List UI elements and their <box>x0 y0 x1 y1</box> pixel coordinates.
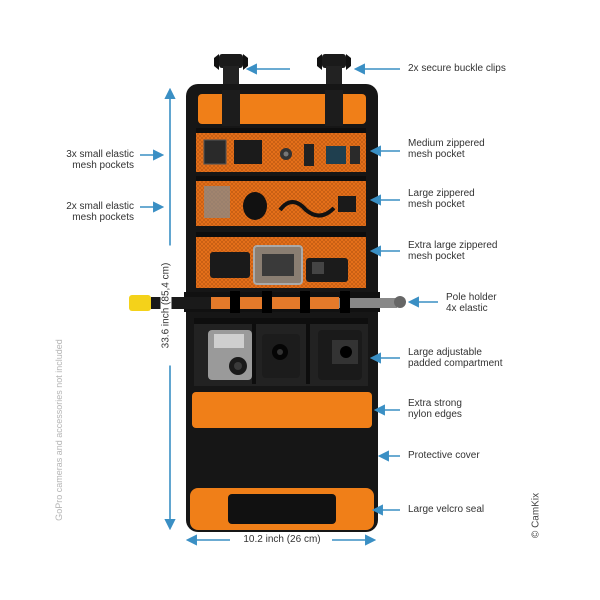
medium-zippered-pocket <box>196 128 366 172</box>
label-padded-compartment: Large adjustable padded compartment <box>408 347 503 369</box>
velcro-seal <box>190 488 374 530</box>
dimension-height-label: 33.6 inch (85,4 cm) <box>160 245 172 366</box>
large-zippered-pocket <box>196 176 366 226</box>
label-buckle-clips: 2x secure buckle clips <box>408 63 506 74</box>
label-protective-cover: Protective cover <box>408 450 480 461</box>
dimension-width-label: 10.2 inch (26 cm) <box>243 534 321 545</box>
label-velcro-seal: Large velcro seal <box>408 504 485 515</box>
label-nylon-edges: Extra strong nylon edges <box>408 398 462 420</box>
extra-large-zippered-pocket <box>196 232 366 288</box>
label-small-pockets-3x: 3x small elastic mesh pockets <box>66 149 134 171</box>
disclaimer-text: GoPro cameras and accessories not includ… <box>54 339 64 521</box>
protective-cover <box>188 428 376 488</box>
label-small-pockets-2x: 2x small elastic mesh pockets <box>66 201 134 223</box>
label-large-pocket: Large zippered mesh pocket <box>408 188 475 210</box>
label-xl-pocket: Extra large zippered mesh pocket <box>408 240 498 262</box>
label-medium-pocket: Medium zippered mesh pocket <box>408 138 485 160</box>
padded-compartment <box>194 318 368 386</box>
brand-mark: © CamKix <box>530 492 542 539</box>
orange-band <box>192 392 372 428</box>
label-pole-holder: Pole holder 4x elastic <box>446 292 497 314</box>
